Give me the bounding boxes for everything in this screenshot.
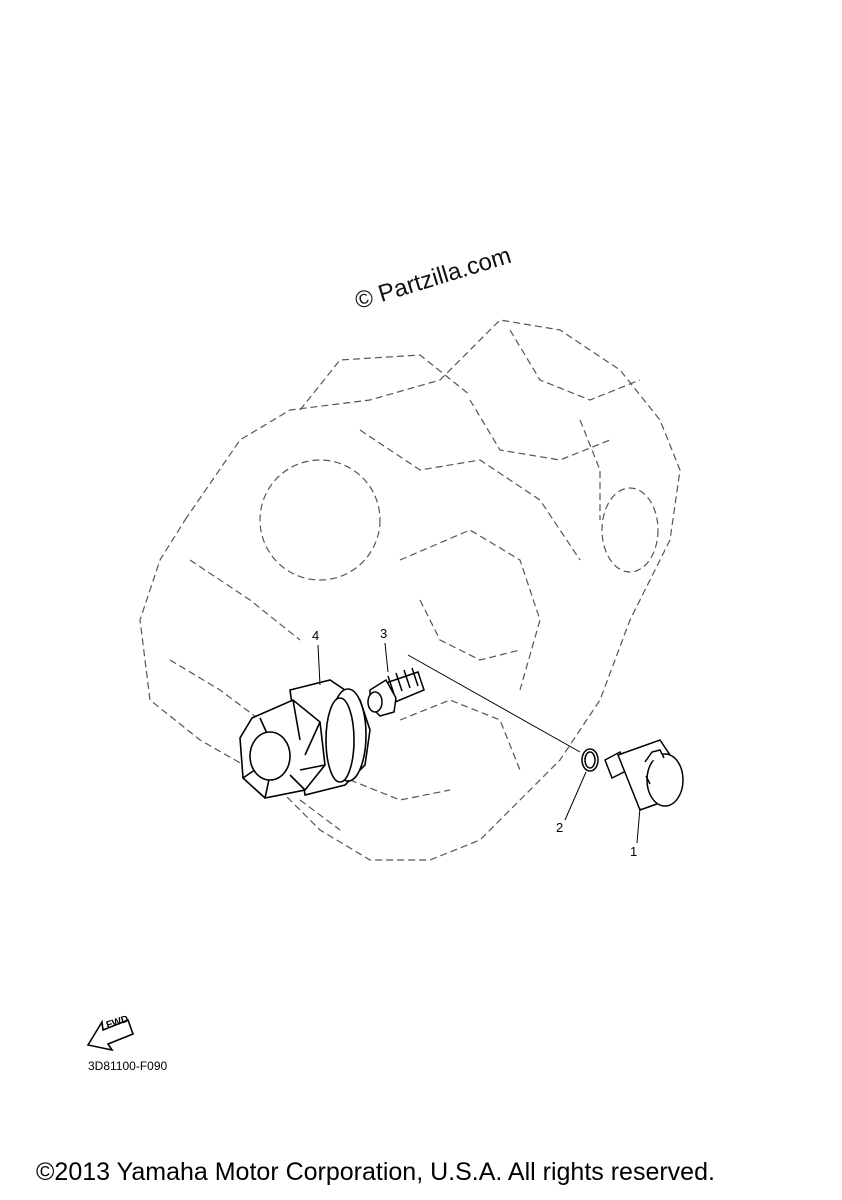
drawing-code: 3D81100-F090 [88, 1059, 168, 1073]
gasket [581, 748, 599, 772]
leader-lines [317, 642, 641, 844]
oil-filter [239, 679, 371, 799]
callout-1: 1 [630, 844, 638, 859]
crankcase-outline [139, 319, 681, 861]
union-bolt [367, 667, 425, 717]
fwd-arrow-icon [86, 1018, 135, 1052]
callout-3: 3 [380, 626, 388, 641]
copyright-footer: ©2013 Yamaha Motor Corporation, U.S.A. A… [36, 1158, 715, 1186]
oil-level-switch [604, 739, 684, 811]
callout-4: 4 [312, 628, 320, 643]
callout-2: 2 [556, 820, 564, 835]
